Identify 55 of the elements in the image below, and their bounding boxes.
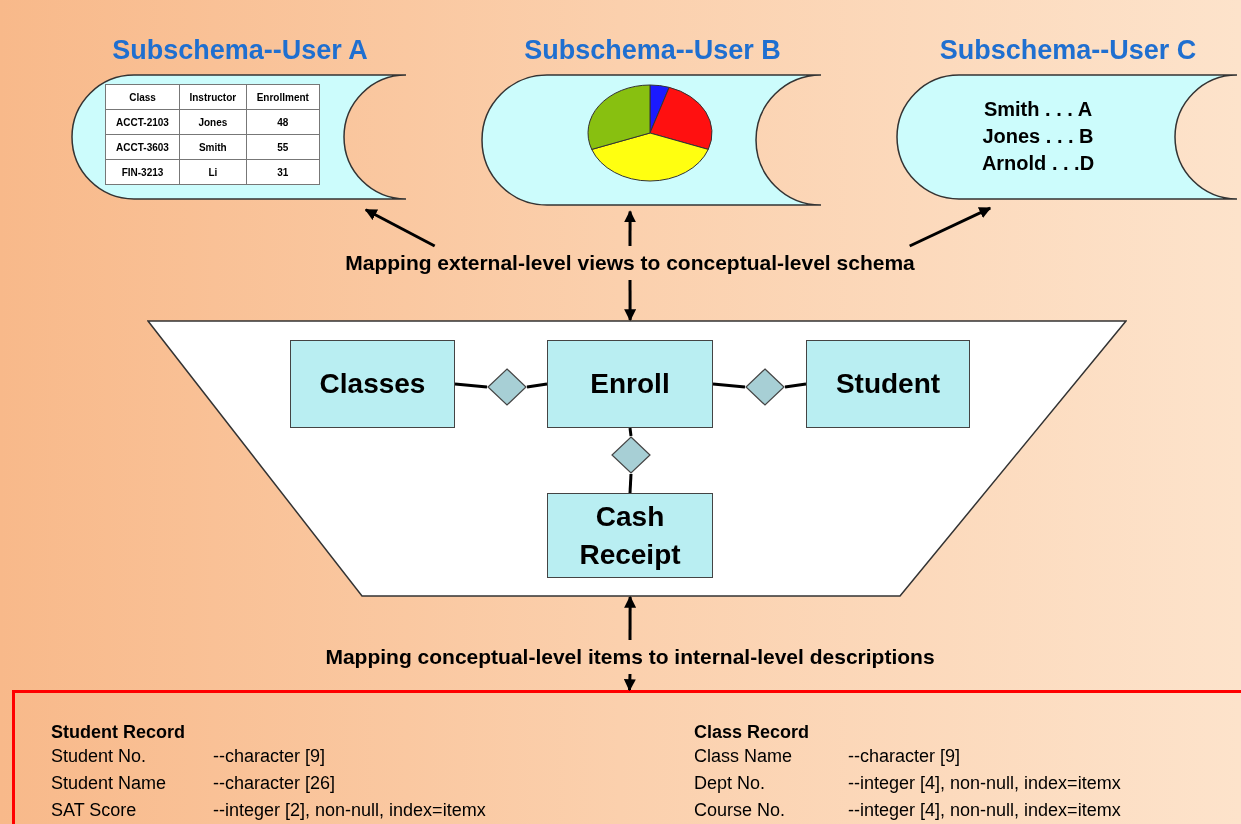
- scroll-heading: Subschema--User B: [523, 34, 782, 67]
- field-type: --character [26]: [213, 772, 336, 794]
- connector-line: [526, 382, 548, 389]
- field-type: --character [9]: [848, 745, 961, 767]
- relationship-diamond: [745, 368, 785, 406]
- column-header: Class: [105, 84, 180, 110]
- scroll-heading: Subschema--User A: [111, 34, 369, 67]
- arrow: [624, 595, 637, 640]
- field-name: Student Name: [51, 772, 167, 794]
- table-entry: FIN-3213: [105, 159, 180, 185]
- connector-line: [628, 473, 633, 494]
- entity-box: Classes: [290, 340, 455, 428]
- entity-box: Student: [806, 340, 970, 428]
- connector-line: [784, 382, 807, 389]
- schema-trapezoid: [147, 320, 1127, 597]
- field-name: Dept No.: [694, 772, 766, 794]
- mapping-caption: Mapping external-level views to conceptual-level schema: [250, 246, 1010, 280]
- table-entry: ACCT-3603: [105, 134, 180, 160]
- field-name: Class Name: [694, 745, 793, 767]
- entity-box: Enroll: [547, 340, 713, 428]
- arrow: [909, 206, 992, 248]
- field-type: --integer [4], non-null, index=itemx: [848, 772, 1121, 794]
- table-entry: Smith: [179, 134, 247, 160]
- table-entry: Jones: [179, 109, 247, 135]
- connector-line: [712, 382, 746, 389]
- list-entry: Smith . . . A: [983, 97, 1093, 122]
- record-panel: [12, 690, 1241, 824]
- entity-box: Cash Receipt: [547, 493, 713, 578]
- arrow: [623, 673, 636, 692]
- table-entry: Li: [179, 159, 247, 185]
- connector-line: [454, 382, 488, 389]
- list-entry: Arnold . . .D: [981, 151, 1095, 176]
- field-type: --character [9]: [213, 745, 326, 767]
- connector-line: [628, 427, 633, 437]
- arrow: [624, 280, 637, 322]
- field-name: Student No.: [51, 745, 147, 767]
- record-heading: Class Record: [694, 721, 810, 743]
- table-entry: ACCT-2103: [105, 109, 180, 135]
- arrow: [624, 210, 637, 246]
- mapping-caption: Mapping conceptual-level items to internal-level descriptions: [225, 640, 1035, 674]
- arrow: [364, 208, 436, 248]
- column-header: Instructor: [179, 84, 247, 110]
- field-type: --integer [2], non-null, index=itemx: [213, 799, 486, 821]
- relationship-diamond: [487, 368, 527, 406]
- field-name: SAT Score: [51, 799, 137, 821]
- list-entry: Jones . . . B: [982, 124, 1094, 149]
- table-entry: 55: [246, 134, 320, 160]
- column-header: Enrollment: [246, 84, 320, 110]
- record-heading: Student Record: [51, 721, 185, 743]
- table-entry: 31: [246, 159, 320, 185]
- table-entry: 48: [246, 109, 320, 135]
- scroll-heading: Subschema--User C: [938, 34, 1198, 67]
- field-name: Course No.: [694, 799, 786, 821]
- relationship-diamond: [611, 436, 651, 474]
- field-type: --integer [4], non-null, index=itemx: [848, 799, 1121, 821]
